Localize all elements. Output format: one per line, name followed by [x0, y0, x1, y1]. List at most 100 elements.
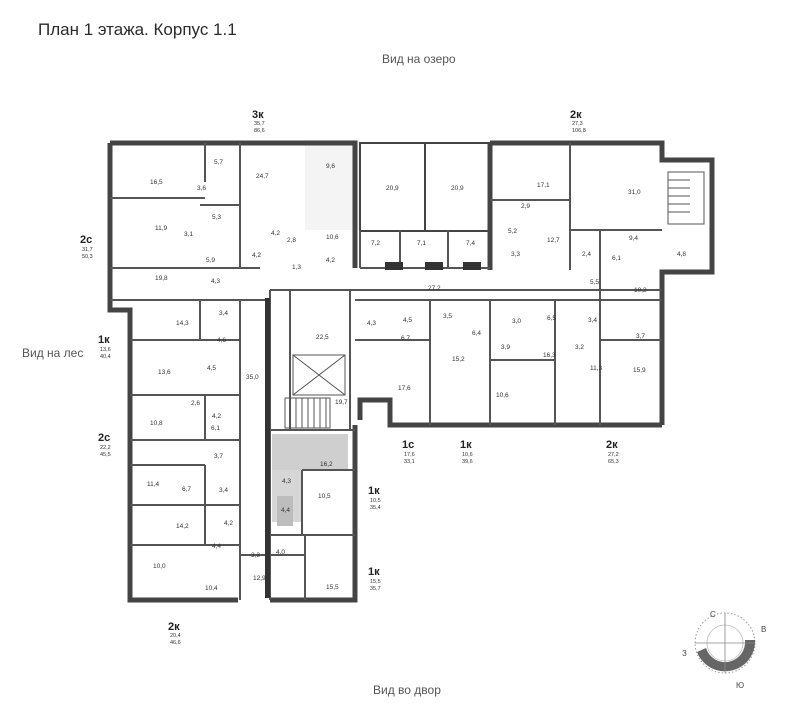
room-area-label: 15,2: [452, 356, 465, 363]
unit-tag-3k[interactable]: 3к 35,7 86,6: [252, 109, 265, 134]
room-area-label: 7,2: [371, 240, 380, 247]
room-area-label: 3,3: [511, 251, 520, 258]
room-area-label: 4,3: [367, 320, 376, 327]
room-area-label: 10,2: [634, 287, 647, 294]
unit-area-label: 27,3: [572, 121, 583, 127]
unit-tag-2k-top[interactable]: 2к 27,3 106,8: [570, 109, 586, 134]
unit-area-label: 39,6: [462, 459, 473, 465]
room-area-label: 10,8: [150, 420, 163, 427]
room-area-label: 3,5: [443, 313, 452, 320]
room-area-label: 2,9: [521, 203, 530, 210]
room-area-label: 4,0: [276, 549, 285, 556]
unit-area-label: 50,3: [82, 254, 93, 260]
room-area-label: 6,7: [182, 486, 191, 493]
room-area-label: 14,2: [176, 523, 189, 530]
unit-area-label: 65,3: [608, 459, 619, 465]
room-area-label: 13,6: [158, 369, 171, 376]
unit-area-label: 35,7: [254, 121, 265, 127]
room-area-label: 1,3: [292, 264, 301, 271]
room-area-label: 15,5: [326, 584, 339, 591]
unit-area-label: 35,4: [370, 505, 381, 511]
room-area-label: 7,4: [466, 240, 475, 247]
unit-type-label: 2к: [168, 621, 180, 633]
room-area-label: 11,9: [155, 225, 168, 232]
interior-walls: [110, 143, 662, 600]
room-area-label: 10,0: [153, 563, 166, 570]
unit-area-label: 106,8: [572, 128, 586, 134]
room-area-label: 4,4: [212, 543, 221, 550]
unit-tag-2s-top[interactable]: 2с 31,7 50,3: [80, 234, 93, 260]
unit-area-label: 27,2: [608, 452, 619, 458]
room-area-label: 5,3: [212, 214, 221, 221]
unit-area-label: 20,4: [170, 633, 181, 639]
view-lake-label: Вид на озеро: [382, 52, 456, 66]
room-area-label: 12,9: [253, 575, 266, 582]
unit-tag-2k-right[interactable]: 2к 27,2 65,3: [606, 439, 619, 465]
room-area-label: 5,9: [206, 257, 215, 264]
room-area-label: 4,5: [207, 365, 216, 372]
unit-area-label: 17,6: [404, 452, 415, 458]
room-area-label: 4,6: [217, 337, 226, 344]
unit-area-label: 22,2: [100, 445, 111, 451]
unit-tag-1k-bottom[interactable]: 1к 15,5 35,7: [368, 566, 381, 592]
room-area-label: 9,6: [326, 163, 335, 170]
room-area-label: 4,4: [281, 507, 290, 514]
highlighted-apartment[interactable]: [272, 434, 348, 526]
unit-tag-1s[interactable]: 1с 17,6 33,1: [402, 439, 415, 465]
room-area-label: 17,1: [537, 182, 550, 189]
exterior-walls: [107, 140, 715, 603]
unit-area-label: 10,6: [462, 452, 473, 458]
room-area-label: 17,6: [398, 385, 411, 392]
room-area-label: 3,6: [197, 185, 206, 192]
unit-type-label: 1к: [368, 485, 380, 497]
room-area-label: 2,4: [582, 251, 591, 258]
unit-area-label: 15,5: [370, 579, 381, 585]
room-area-label: 20,9: [451, 185, 464, 192]
unit-type-label: 2к: [570, 109, 582, 121]
room-area-label: 3,0: [512, 318, 521, 325]
balcony-area: [305, 140, 360, 230]
unit-area-label: 35,7: [370, 586, 381, 592]
room-area-label: 6,4: [472, 330, 481, 337]
room-area-label: 3,7: [636, 333, 645, 340]
unit-area-label: 40,4: [100, 354, 111, 360]
unit-type-label: 2с: [80, 234, 92, 246]
room-area-label: 31,0: [628, 189, 641, 196]
room-area-label: 6,1: [612, 255, 621, 262]
unit-type-label: 1с: [402, 439, 414, 451]
room-area-label: 15,9: [633, 367, 646, 374]
unit-type-label: 3к: [252, 109, 264, 121]
room-area-label: 2,6: [191, 400, 200, 407]
room-area-label: 10,6: [326, 234, 339, 241]
room-area-label: 4,8: [677, 251, 686, 258]
room-area-label: 24,7: [256, 173, 269, 180]
unit-tag-1k-left[interactable]: 1к 13,6 40,4: [98, 334, 111, 360]
room-area-label: 3,7: [214, 453, 223, 460]
room-area-label: 5,5: [590, 279, 599, 286]
unit-tag-2k-bottom[interactable]: 2к 20,4 46,6: [168, 621, 181, 646]
room-area-label: 11,3: [590, 365, 603, 372]
unit-type-label: 1к: [460, 439, 472, 451]
unit-type-label: 1к: [368, 566, 380, 578]
unit-area-label: 33,1: [404, 459, 415, 465]
room-area-label: 3,4: [219, 310, 228, 317]
unit-tag-1k-highlight[interactable]: 1к 10,5 35,4: [368, 485, 381, 511]
compass: С В З Ю: [682, 610, 766, 690]
room-area-label: 35,0: [246, 374, 259, 381]
view-yard-label: Вид во двор: [373, 683, 441, 697]
room-area-label: 14,3: [176, 320, 189, 327]
room-area-label: 4,2: [212, 413, 221, 420]
room-area-label: 4,2: [271, 230, 280, 237]
room-area-label: 5,2: [508, 228, 517, 235]
unit-area-label: 31,7: [82, 247, 93, 253]
unit-tag-1k-center[interactable]: 1к 10,6 39,6: [460, 439, 473, 465]
room-area-label: 10,4: [205, 585, 218, 592]
room-area-label: 3,1: [184, 231, 193, 238]
room-area-label: 2,8: [287, 237, 296, 244]
unit-tag-2s-mid[interactable]: 2с 22,2 45,5: [98, 432, 111, 458]
room-area-label: 16,2: [320, 461, 333, 468]
room-area-label: 7,1: [417, 240, 426, 247]
stairwell: [284, 171, 705, 429]
room-area-label: 6,1: [211, 425, 220, 432]
